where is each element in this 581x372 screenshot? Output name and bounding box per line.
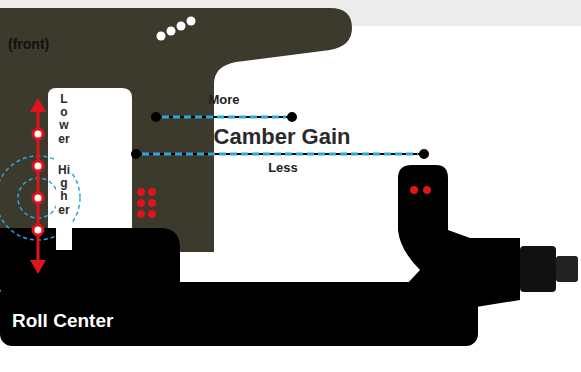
roll-center-label: Roll Center xyxy=(12,310,113,332)
spindle-end xyxy=(556,256,578,282)
camber-dashes xyxy=(142,117,418,154)
spindle xyxy=(520,246,556,292)
tower-window xyxy=(48,88,132,250)
camber-gain-title: Camber Gain xyxy=(214,124,351,150)
shock-tower xyxy=(0,8,352,252)
text-band xyxy=(56,90,72,250)
camber-link-holes xyxy=(137,188,156,218)
chassis-block xyxy=(0,228,180,290)
front-label: (front) xyxy=(8,36,49,52)
knuckle-holes xyxy=(410,186,431,194)
lower-label: Lower xyxy=(58,93,70,146)
higher-label: Higher xyxy=(58,164,70,217)
less-label: Less xyxy=(268,160,298,175)
roll-center-arrow xyxy=(30,98,46,274)
camber-lines xyxy=(132,113,428,158)
steering-knuckle xyxy=(391,165,520,345)
tower-holes xyxy=(157,17,196,41)
more-label: More xyxy=(208,92,239,107)
